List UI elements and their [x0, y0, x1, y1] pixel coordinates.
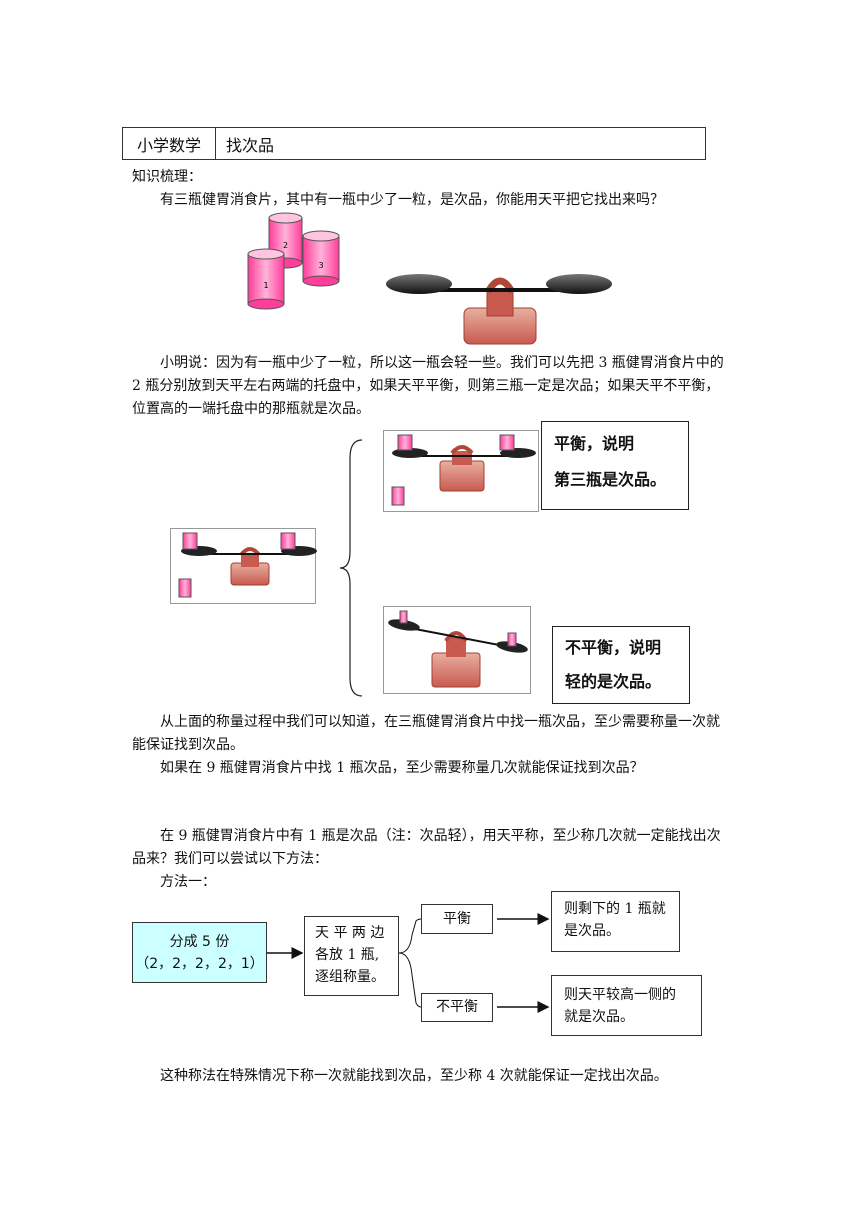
balanced-scale [391, 434, 536, 506]
topic-cell: 找次品 [226, 135, 275, 155]
unbalanced-note-line2: 轻的是次品。 [565, 672, 662, 691]
flow-unbalanced-result: 则天平较高一侧的就是次品。 [551, 975, 702, 1036]
initial-weighing-frame [170, 528, 317, 604]
flow-balanced-result: 则剩下的 1 瓶就是次品。 [551, 891, 680, 952]
section-label: 知识梳理： [132, 169, 202, 185]
header-table: 小学数学 找次品 [122, 127, 706, 160]
bottle-1-label: 1 [263, 281, 268, 290]
bottle-3: 3 [302, 230, 340, 287]
final-paragraph: 这种称法在特殊情况下称一次就能找到次品，至少称 4 次就能保证一定找出次品。 [160, 1068, 668, 1084]
subject-cell: 小学数学 [123, 128, 216, 159]
unbalanced-scale [388, 610, 528, 688]
initial-weighing-scale [178, 532, 317, 598]
flow-unbalanced-box: 不平衡 [421, 993, 493, 1022]
flow-balanced-box: 平衡 [421, 904, 493, 934]
bottle-1: 1 [247, 248, 285, 310]
three-bottles-illustration: 2 3 1 [247, 212, 340, 310]
bottle-3-label: 3 [318, 261, 323, 270]
balanced-note-line1: 平衡，说明 [554, 434, 635, 453]
flow-step-box: 天 平 两 边各放 1 瓶,逐组称量。 [304, 916, 399, 996]
balanced-note-line2: 第三瓶是次品。 [554, 470, 667, 489]
flow-connectors [267, 913, 550, 1013]
unbalanced-case-frame [383, 606, 531, 694]
problem-paragraph: 在 9 瓶健胃消食片中有 1 瓶是次品（注：次品轻），用天平称，至少称几次就一定… [132, 828, 721, 867]
flow-start-line1: 分成 5 份 [169, 934, 230, 950]
method-label: 方法一： [160, 874, 216, 890]
explanation-paragraph: 小明说：因为有一瓶中少了一粒，所以这一瓶会轻一些。我们可以先把 3 瓶健胃消食片… [132, 355, 724, 417]
intro-paragraph: 有三瓶健胃消食片，其中有一瓶中少了一粒，是次品，你能用天平把它找出来吗？ [160, 192, 664, 208]
branch-brace [339, 439, 363, 697]
balanced-note: 平衡，说明 第三瓶是次品。 [541, 421, 689, 510]
question-paragraph: 如果在 9 瓶健胃消食片中找 1 瓶次品，至少需要称量几次就能保证找到次品？ [160, 760, 644, 776]
bottle-2-label: 2 [283, 241, 288, 250]
balanced-case-frame [383, 430, 539, 512]
flow-start-box: 分成 5 份 （2，2，2，2，1） [132, 922, 267, 983]
flow-start-line2: （2，2，2，2，1） [135, 956, 264, 972]
conclusion-paragraph: 从上面的称量过程中我们可以知道，在三瓶健胃消食片中找一瓶次品，至少需要称量一次就… [132, 714, 720, 753]
unbalanced-note-line1: 不平衡，说明 [565, 638, 662, 657]
balance-scale-illustration [386, 274, 612, 345]
unbalanced-note: 不平衡，说明 轻的是次品。 [552, 626, 690, 704]
